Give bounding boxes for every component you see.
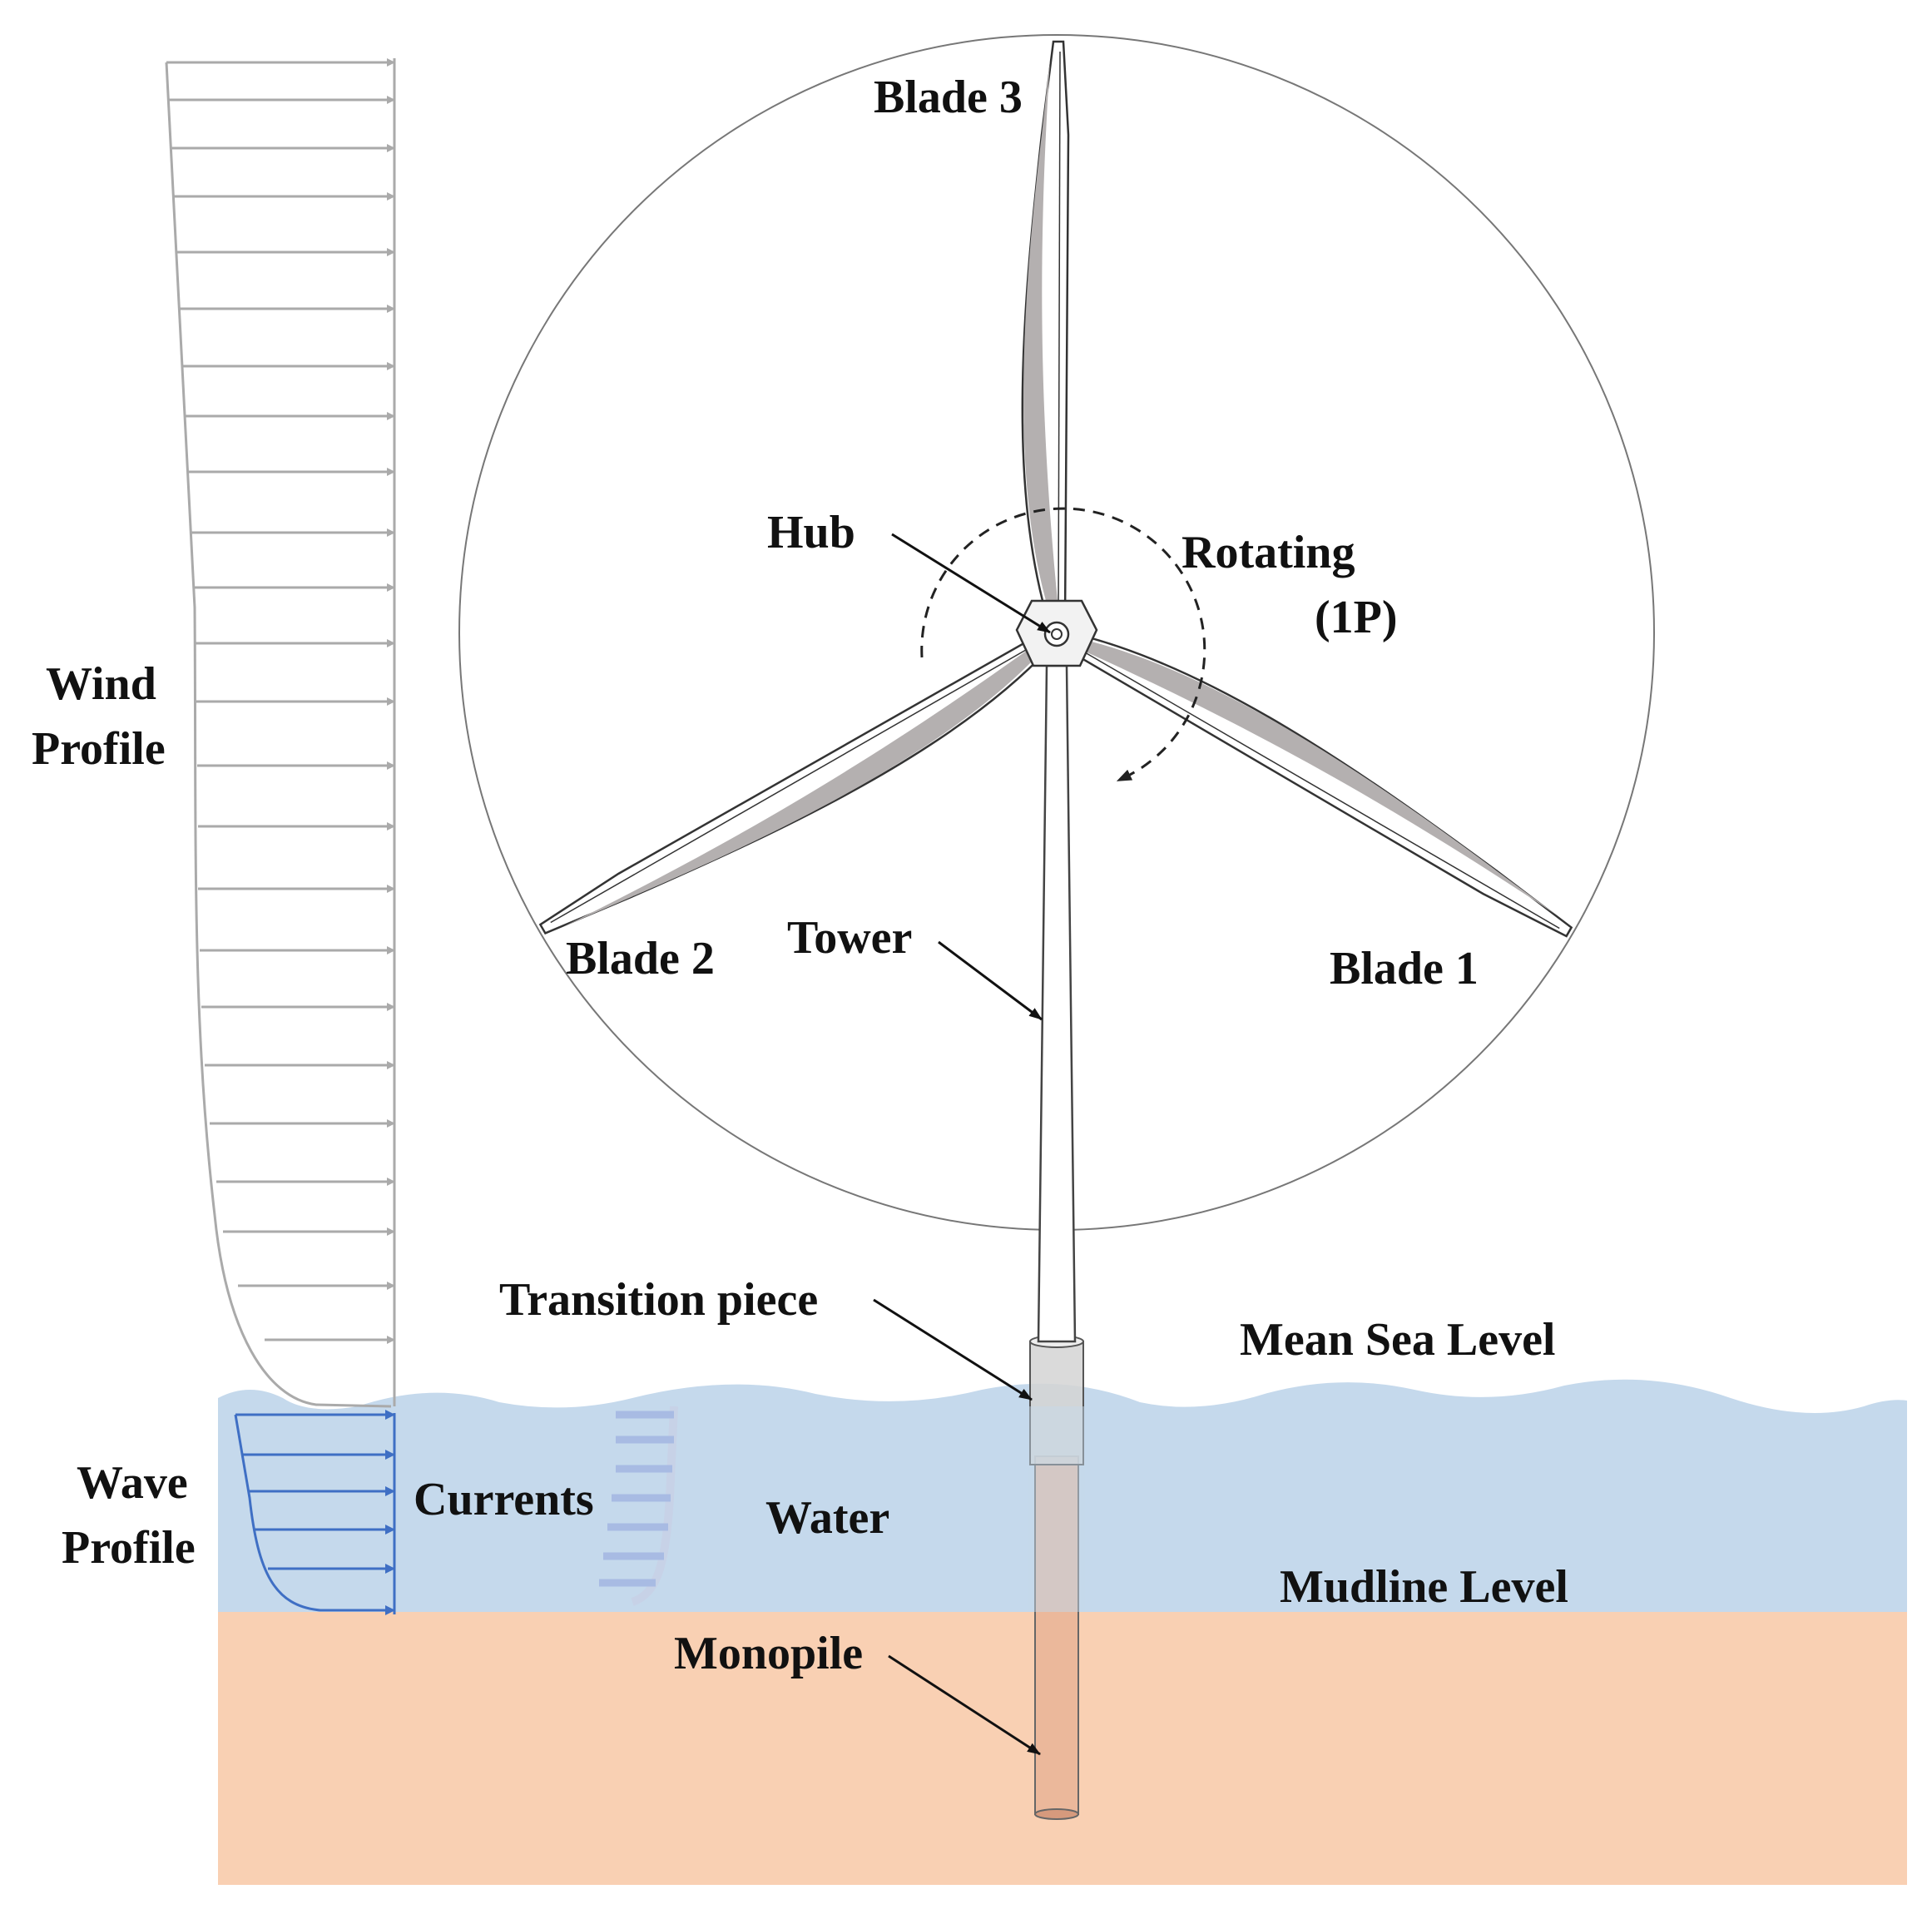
hub-center	[1043, 621, 1070, 647]
current-profile	[599, 1406, 678, 1606]
rotor	[538, 40, 1573, 938]
label-wind-profile-line-2: Profile	[32, 723, 166, 775]
label-wave-profile-line-1: Wave	[77, 1457, 188, 1509]
current-profile-curve	[631, 1406, 678, 1606]
tower-leader	[938, 940, 1043, 1021]
monopile-leader	[888, 1654, 1041, 1756]
foundation	[1028, 1335, 1085, 1820]
label-currents: Currents	[414, 1474, 594, 1525]
blade-3	[1021, 40, 1070, 623]
label-tower: Tower	[787, 912, 912, 964]
rotation-arrow	[920, 507, 1206, 781]
monopile-base	[1034, 1808, 1079, 1820]
label-wind-profile-line-1: Wind	[46, 658, 156, 710]
label-rotating-frequency: (1P)	[1315, 592, 1398, 643]
label-mean-sea-level: Mean Sea Level	[1240, 1314, 1555, 1366]
wave-profile	[234, 1410, 396, 1615]
label-hub: Hub	[767, 507, 855, 558]
label-blade-3: Blade 3	[874, 72, 1023, 123]
blade-1	[1062, 632, 1573, 938]
transition-piece-leader	[873, 1298, 1033, 1401]
label-blade-1: Blade 1	[1330, 943, 1479, 994]
label-rotating: Rotating	[1181, 527, 1355, 578]
blade-2	[538, 632, 1052, 935]
label-water: Water	[765, 1492, 889, 1544]
label-transition-piece: Transition piece	[499, 1274, 818, 1326]
hub-leader	[891, 533, 1051, 634]
transition-piece	[1029, 1341, 1084, 1465]
label-mudline-level: Mudline Level	[1280, 1561, 1568, 1613]
wind-profile-curve	[165, 62, 392, 1408]
label-blade-2: Blade 2	[566, 933, 715, 984]
submerged-overlay	[1028, 1406, 1085, 1612]
tower	[1037, 664, 1077, 1343]
wind-profile	[165, 58, 396, 1408]
monopile	[1034, 1455, 1079, 1815]
wave-profile-curve	[234, 1414, 393, 1612]
label-wave-profile-line-2: Profile	[62, 1522, 196, 1574]
label-monopile: Monopile	[674, 1628, 863, 1679]
